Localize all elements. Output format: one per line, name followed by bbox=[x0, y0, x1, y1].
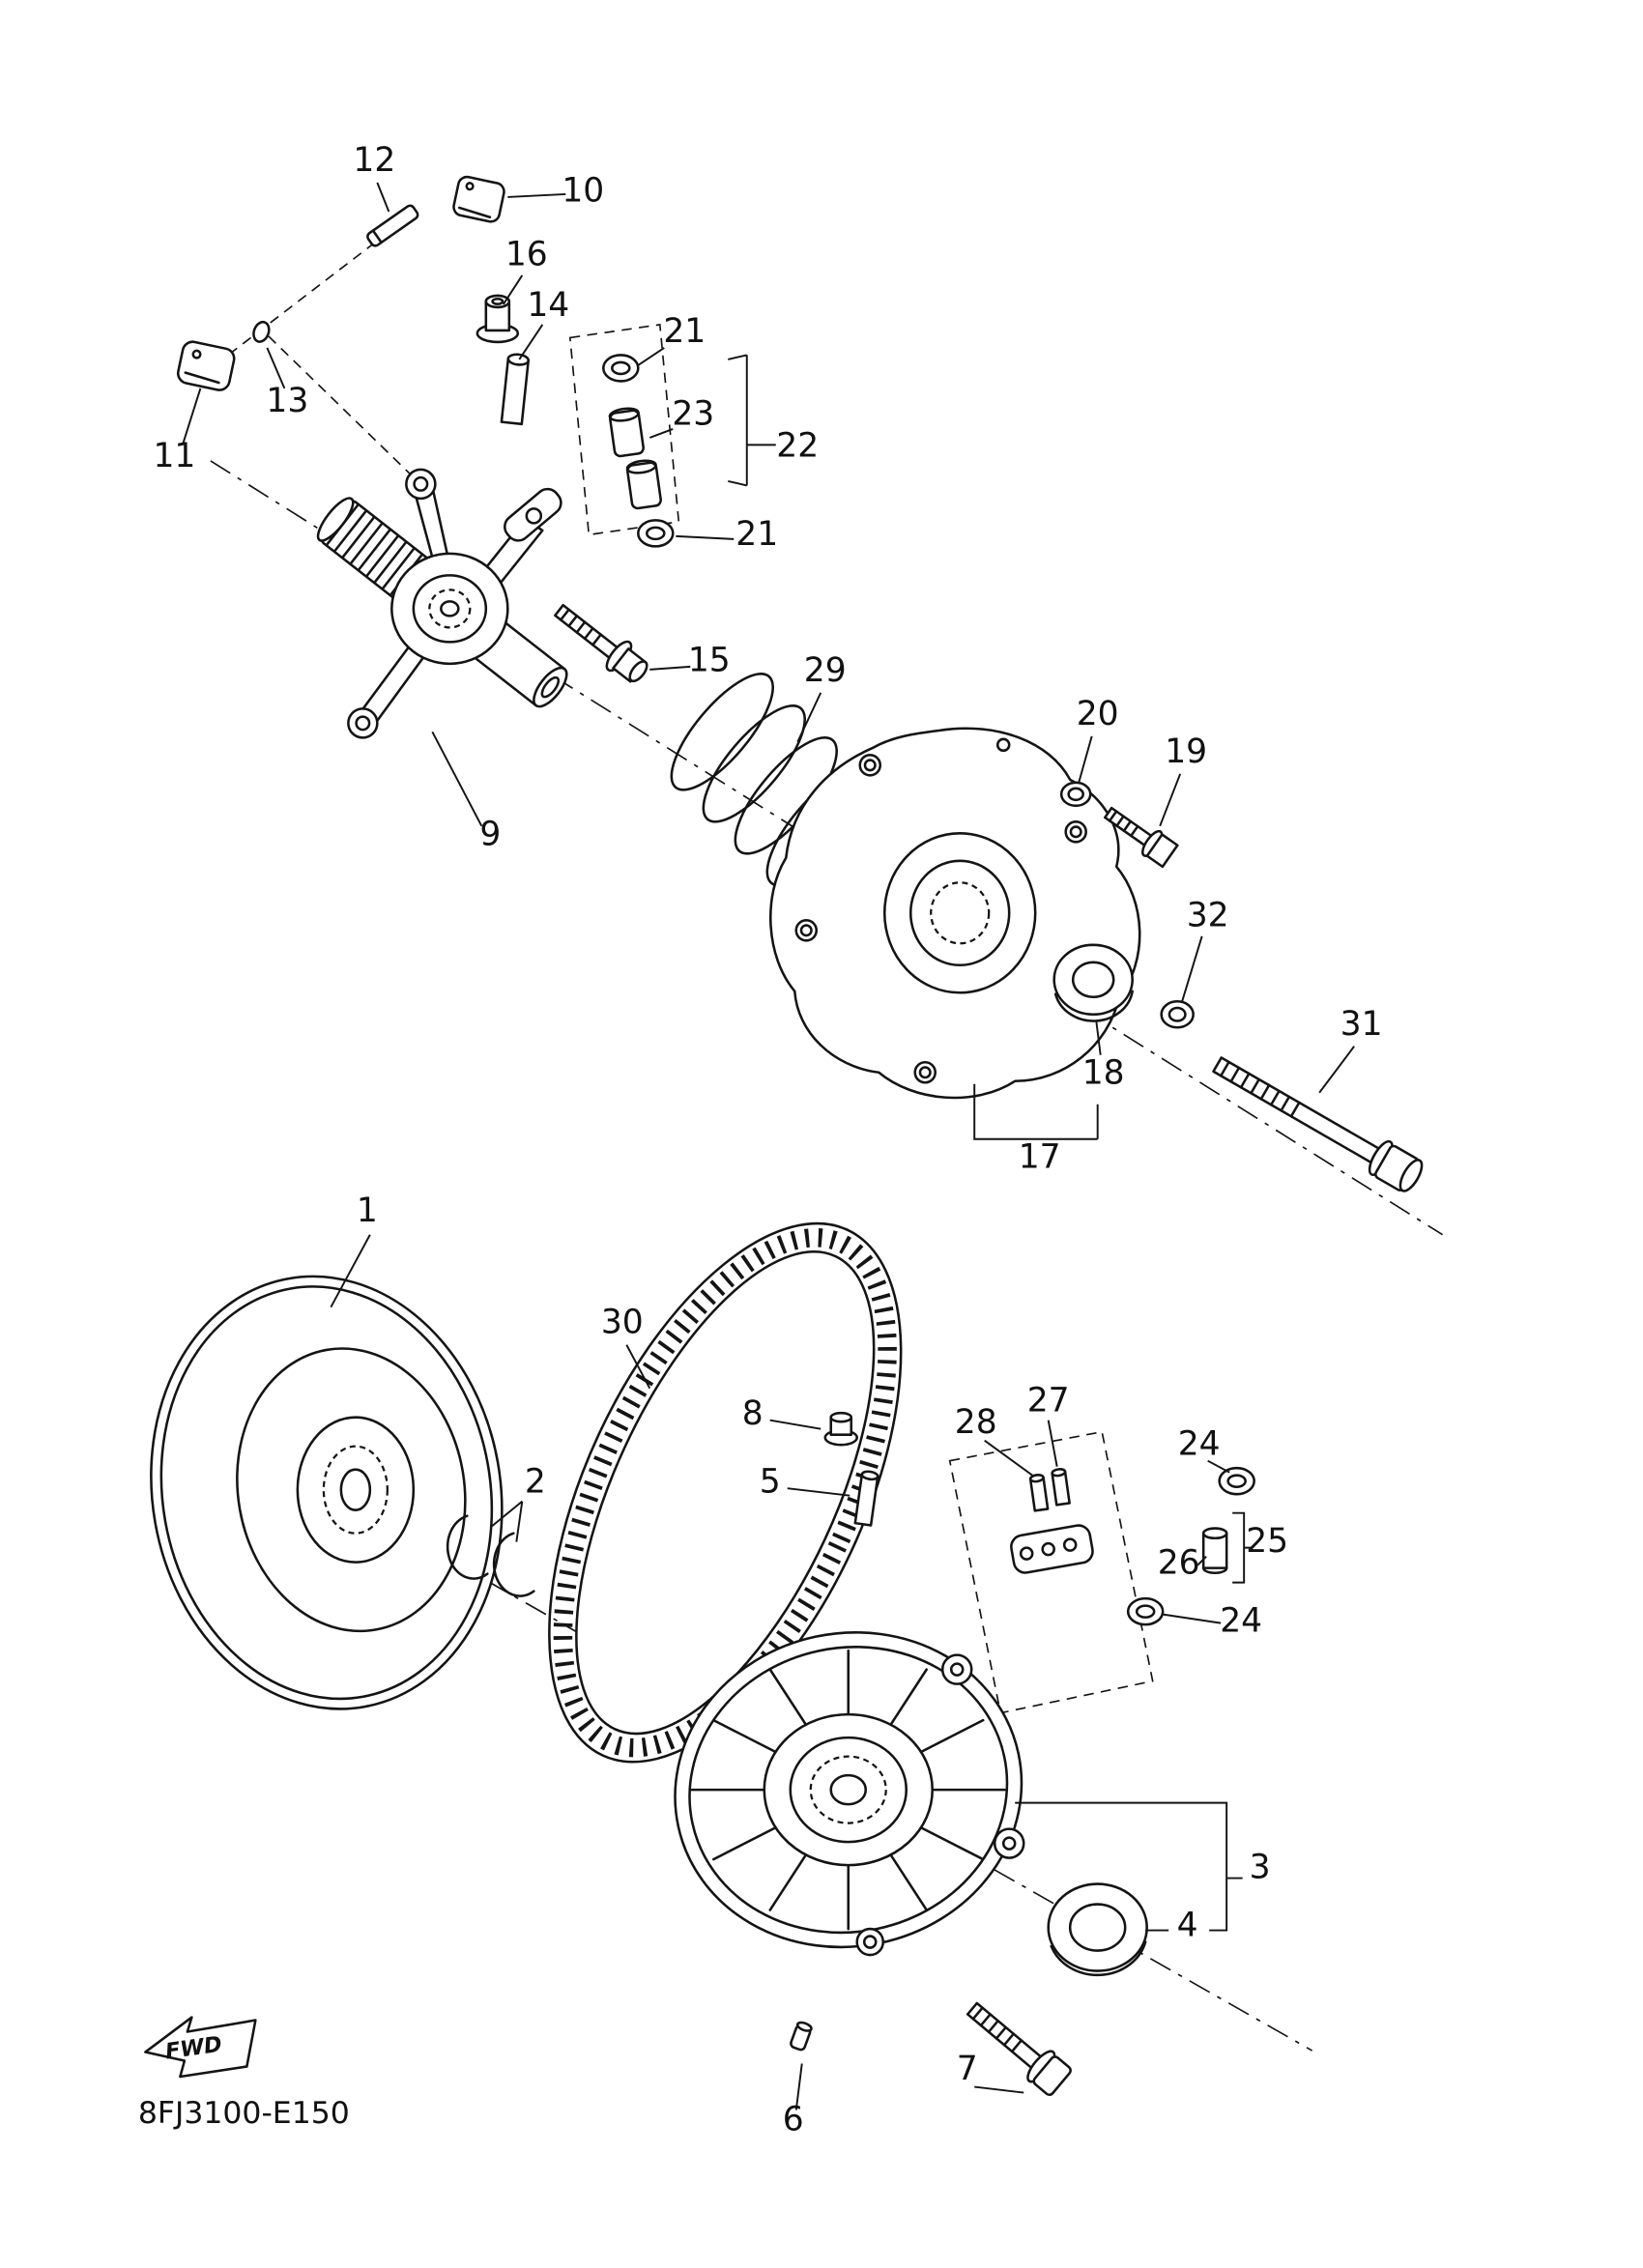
part-belt-30 bbox=[548, 1221, 903, 1764]
part-callout-12: 12 bbox=[353, 141, 395, 180]
part-bushing-18 bbox=[1052, 943, 1134, 1022]
part-bolt-19 bbox=[1104, 806, 1179, 869]
part-callout-4: 4 bbox=[1177, 1907, 1198, 1945]
part-nut-8 bbox=[823, 1411, 859, 1447]
part-cap-11 bbox=[176, 340, 236, 391]
part-callout-25: 25 bbox=[1246, 1522, 1288, 1561]
part-callout-6: 6 bbox=[783, 2101, 804, 2139]
part-washer-24-top bbox=[1218, 1466, 1255, 1496]
part-callout-21: 21 bbox=[735, 515, 778, 554]
part-bolt-15 bbox=[554, 603, 649, 683]
part-roller-23b bbox=[625, 459, 662, 510]
part-cover-plate-17 bbox=[769, 727, 1141, 1100]
part-callout-3: 3 bbox=[1250, 1849, 1271, 1887]
part-washer-21-bottom bbox=[637, 519, 675, 548]
part-cap-10 bbox=[452, 175, 505, 223]
part-callout-11: 11 bbox=[153, 437, 195, 475]
part-sheave-3 bbox=[674, 1631, 1025, 1957]
part-nut-16 bbox=[476, 294, 520, 344]
leader-lines bbox=[182, 182, 1355, 2110]
part-collar-2 bbox=[446, 1514, 535, 1597]
diagram-code: 8FJ3100-E150 bbox=[138, 2096, 350, 2131]
part-slider-plate bbox=[1010, 1524, 1094, 1574]
part-callout-14: 14 bbox=[527, 286, 569, 325]
part-washer-24-bottom bbox=[1126, 1596, 1165, 1626]
part-washer-21-top bbox=[602, 354, 640, 383]
part-callout-5: 5 bbox=[760, 1463, 781, 1502]
part-callout-27: 27 bbox=[1027, 1382, 1070, 1421]
part-callout-9: 9 bbox=[479, 815, 501, 853]
part-callout-21: 21 bbox=[663, 312, 706, 351]
part-bearing-4 bbox=[1047, 1882, 1148, 1977]
part-callout-1: 1 bbox=[357, 1191, 378, 1230]
part-washer-20 bbox=[1059, 781, 1092, 808]
part-callout-29: 29 bbox=[804, 651, 847, 690]
part-callout-7: 7 bbox=[957, 2050, 978, 2088]
part-bolt-7 bbox=[966, 2001, 1072, 2097]
part-callout-22: 22 bbox=[776, 426, 819, 465]
part-callout-17: 17 bbox=[1019, 1138, 1061, 1177]
part-pin-12 bbox=[366, 204, 419, 247]
part-callout-23: 23 bbox=[672, 394, 714, 433]
fwd-label: FWD bbox=[163, 2032, 223, 2065]
part-callout-8: 8 bbox=[742, 1394, 764, 1433]
part-callout-30: 30 bbox=[601, 1304, 644, 1342]
part-sleeve-14 bbox=[500, 353, 530, 426]
part-callout-24: 24 bbox=[1220, 1602, 1262, 1641]
part-pin-28 bbox=[1028, 1474, 1050, 1512]
part-callout-20: 20 bbox=[1077, 695, 1119, 733]
part-callout-19: 19 bbox=[1165, 732, 1207, 771]
part-spacer-26 bbox=[1201, 1527, 1228, 1575]
fwd-marker: FWD bbox=[144, 2016, 257, 2079]
part-callout-24: 24 bbox=[1178, 1425, 1221, 1464]
part-callout-32: 32 bbox=[1187, 896, 1229, 934]
part-pin-6 bbox=[790, 2021, 813, 2052]
part-callout-13: 13 bbox=[266, 382, 308, 420]
alignment-lines bbox=[214, 231, 1154, 1714]
part-callout-28: 28 bbox=[955, 1403, 997, 1442]
part-pin-5 bbox=[853, 1470, 879, 1527]
part-sheave-disc-1 bbox=[150, 1275, 504, 1710]
part-callout-15: 15 bbox=[688, 641, 731, 679]
part-washer-32 bbox=[1160, 1000, 1195, 1029]
part-pin-27 bbox=[1051, 1468, 1071, 1507]
part-callout-31: 31 bbox=[1340, 1005, 1383, 1044]
part-spider-9 bbox=[316, 468, 568, 739]
part-callout-10: 10 bbox=[562, 171, 604, 210]
part-ring-13 bbox=[252, 320, 271, 343]
part-callout-18: 18 bbox=[1082, 1054, 1125, 1093]
part-callout-2: 2 bbox=[525, 1463, 546, 1502]
part-bolt-31 bbox=[1212, 1056, 1424, 1192]
part-roller-23a bbox=[608, 407, 645, 458]
part-callout-26: 26 bbox=[1158, 1544, 1200, 1583]
part-callout-16: 16 bbox=[505, 235, 548, 273]
